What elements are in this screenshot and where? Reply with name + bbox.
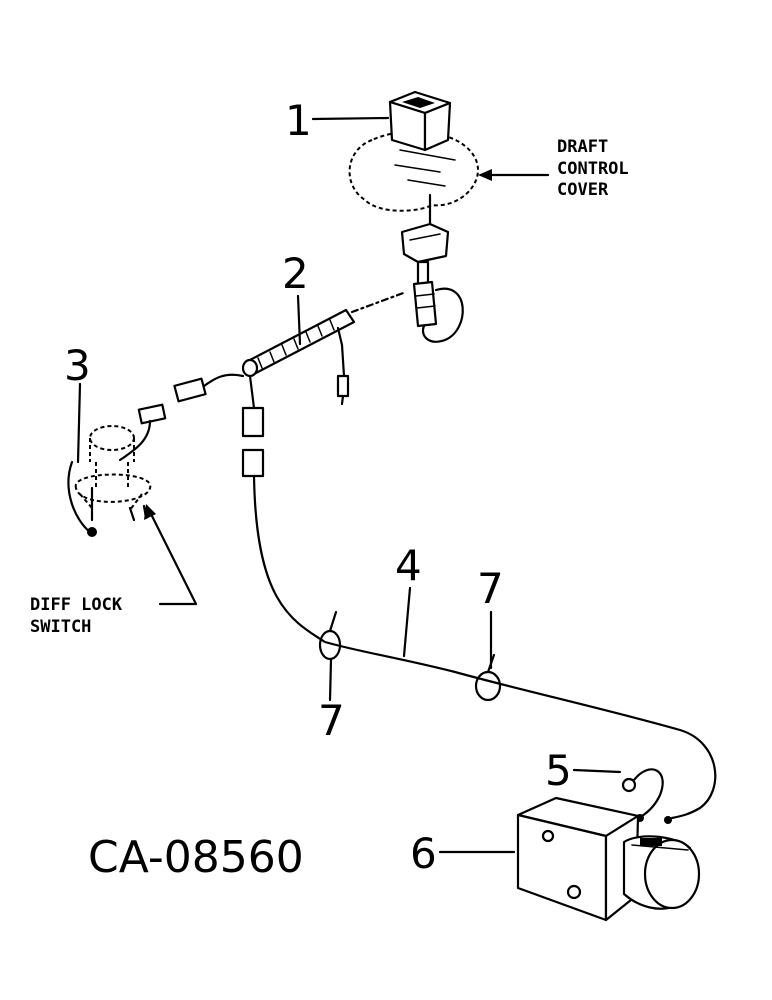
leader-4 <box>402 586 412 658</box>
label-control: CONTROL <box>557 159 629 179</box>
label-diff-lock: DIFF LOCK <box>30 595 123 615</box>
label-cover: COVER <box>557 180 609 200</box>
leader-2 <box>296 294 302 346</box>
leader-3 <box>76 382 82 464</box>
callout-3: 3 <box>64 341 91 390</box>
switch-assembly-part-1 <box>348 90 480 230</box>
label-switch: SWITCH <box>30 617 91 637</box>
callout-5: 5 <box>545 746 572 795</box>
callout-7a: 7 <box>318 696 345 745</box>
callout-4: 4 <box>395 541 422 590</box>
solenoid-valve-part-6 <box>516 796 701 922</box>
leader-5 <box>572 768 622 774</box>
leader-7a <box>328 658 333 702</box>
leader-1 <box>311 116 390 121</box>
callout-6: 6 <box>410 829 437 878</box>
cable-clip-7-left <box>318 610 342 661</box>
callout-7b: 7 <box>477 564 504 613</box>
diff-lock-switch-label: DIFF LOCK SWITCH <box>30 504 198 637</box>
callout-2: 2 <box>282 249 309 298</box>
label-draft: DRAFT <box>557 137 608 157</box>
switch-connector <box>400 222 464 343</box>
wiring-harness-part-2 <box>173 290 717 820</box>
callout-1: 1 <box>285 96 312 145</box>
cable-clip-7-right <box>474 653 502 702</box>
diff-lock-switch-part-3 <box>67 403 167 537</box>
draft-control-cover-label: DRAFT CONTROL COVER <box>478 137 629 200</box>
figure-code: CA-08560 <box>88 832 304 883</box>
